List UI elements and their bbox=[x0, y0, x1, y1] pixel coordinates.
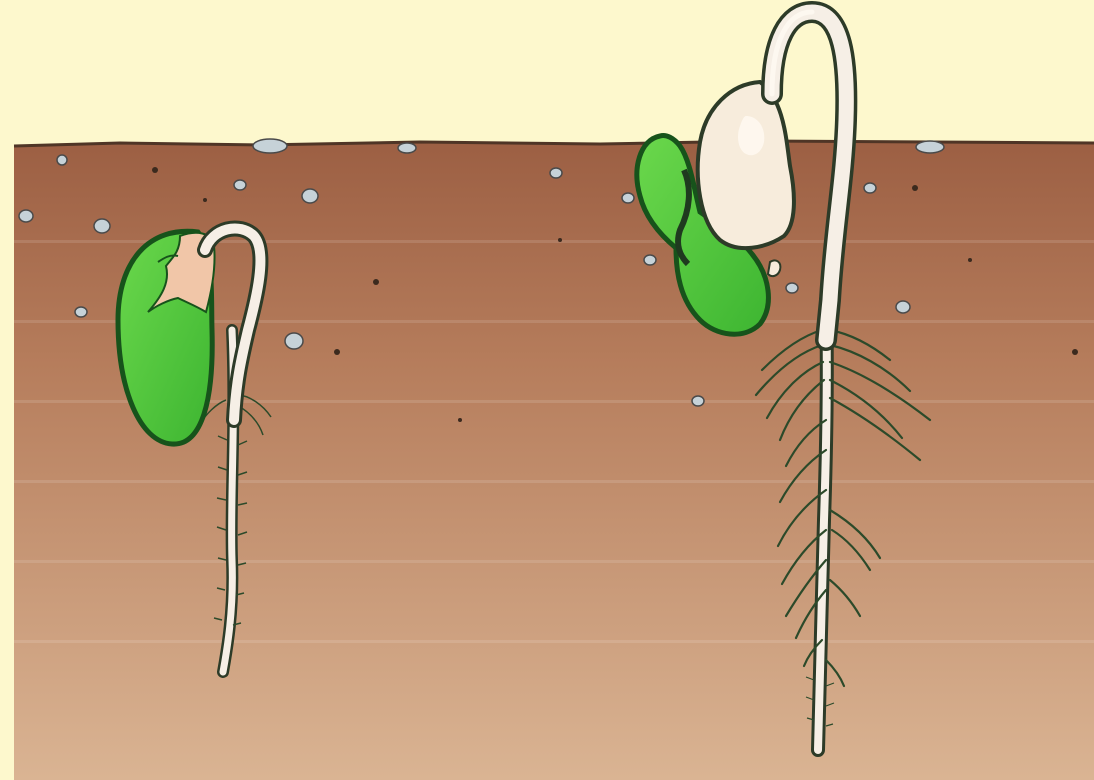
later-seed-coat-tip bbox=[768, 260, 780, 276]
